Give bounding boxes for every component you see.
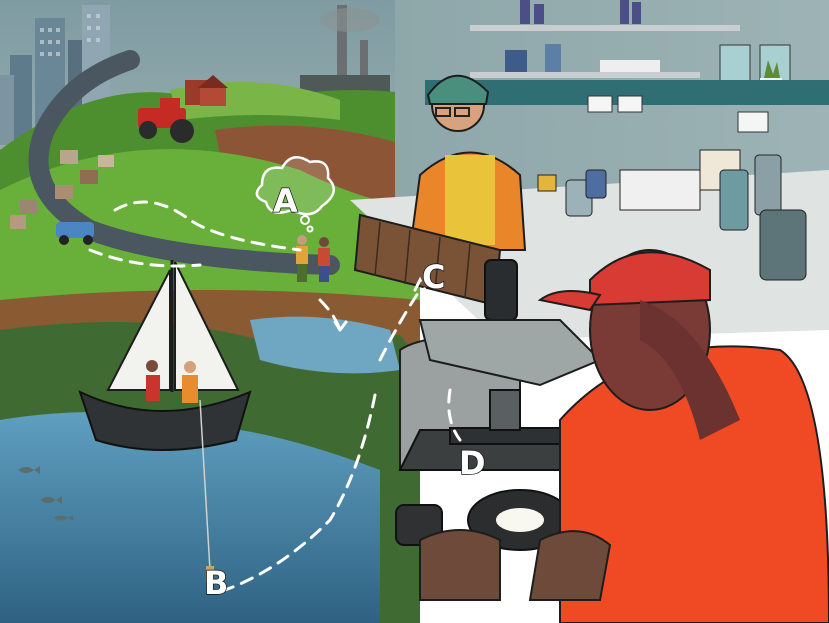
river xyxy=(0,412,380,623)
lab-jars xyxy=(537,149,807,281)
panel-label-b: B xyxy=(204,564,228,602)
car xyxy=(56,222,94,245)
core-sample-tray xyxy=(353,213,502,307)
microscope xyxy=(395,259,602,551)
tractor xyxy=(138,98,194,143)
lab-scientist-orange-jacket xyxy=(408,74,527,251)
thought-cloud xyxy=(255,155,335,233)
lab-shelves xyxy=(470,0,791,98)
fish xyxy=(18,466,73,521)
pond xyxy=(250,316,400,374)
microscope-scientist-red-cap xyxy=(419,249,829,623)
sailboat xyxy=(78,260,252,582)
panel-label-d: D xyxy=(459,444,486,482)
main-hill xyxy=(0,149,420,340)
power-sockets xyxy=(587,95,769,133)
panel-label-a: A xyxy=(273,182,298,220)
panel-label-c: C xyxy=(422,258,445,296)
village-houses xyxy=(10,150,114,229)
winding-road xyxy=(28,50,340,275)
sample-path xyxy=(88,200,462,592)
farm-barn xyxy=(185,75,228,106)
